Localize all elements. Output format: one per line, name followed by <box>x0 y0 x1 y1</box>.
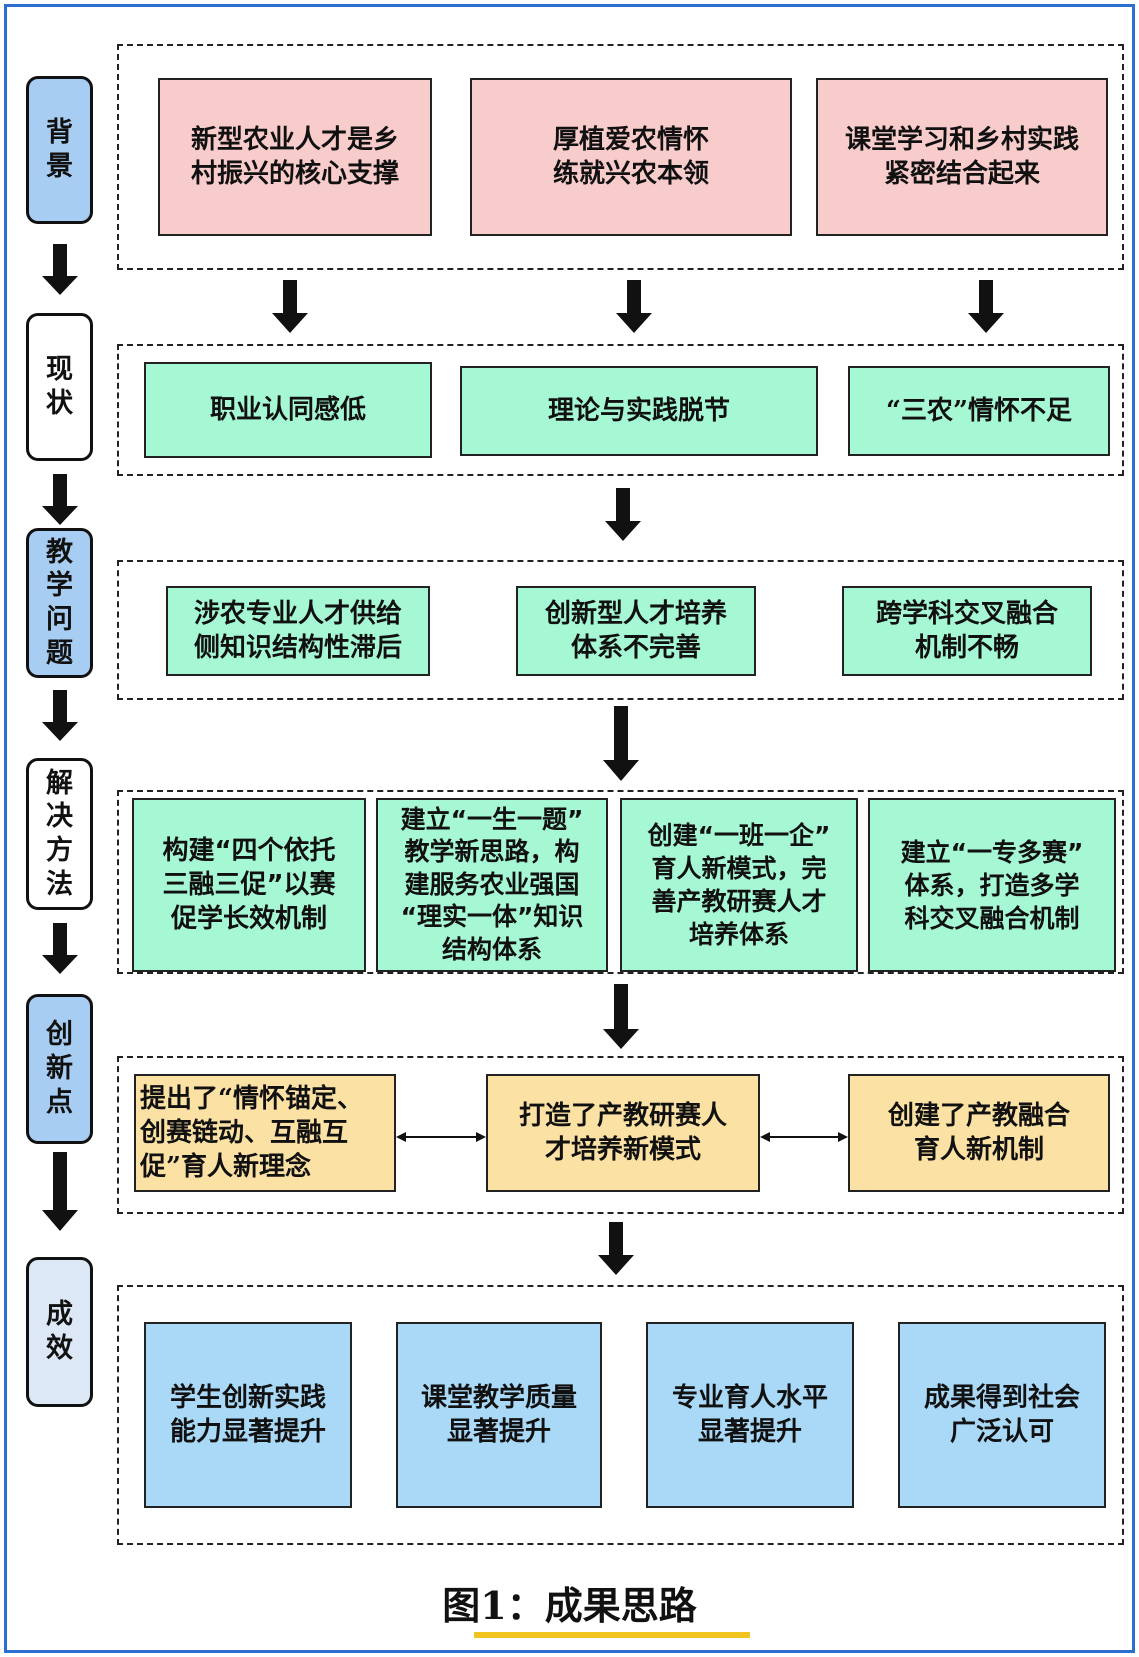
result-box-2: 课堂教学质量 显著提升 <box>396 1322 602 1508</box>
arrow-innovation-results <box>598 1222 634 1275</box>
stage-label-background: 背景 <box>26 76 93 224</box>
innovation-box-2: 打造了产教研赛人 才培养新模式 <box>486 1074 760 1192</box>
outer-frame <box>4 4 1135 1653</box>
problem-box-1: 涉农专业人才供给 侧知识结构性滞后 <box>166 586 430 676</box>
status-box-1: 职业认同感低 <box>144 362 432 458</box>
background-box-3: 课堂学习和乡村实践 紧密结合起来 <box>816 78 1108 236</box>
arrow-bg-status-1 <box>272 280 308 333</box>
side-arrow-1 <box>42 244 78 295</box>
stage-label-solutions: 解决方法 <box>26 758 93 910</box>
solution-box-1: 构建“四个依托 三融三促”以赛 促学长效机制 <box>132 798 366 972</box>
result-box-4: 成果得到社会 广泛认可 <box>898 1322 1106 1508</box>
innovation-box-1: 提出了“情怀锚定、 创赛链动、互融互 促”育人新理念 <box>134 1074 396 1192</box>
double-arrow-1 <box>396 1132 486 1142</box>
side-arrow-2 <box>42 474 78 525</box>
result-box-1: 学生创新实践 能力显著提升 <box>144 1322 352 1508</box>
background-box-2: 厚植爱农情怀 练就兴农本领 <box>470 78 792 236</box>
arrow-bg-status-3 <box>968 280 1004 333</box>
side-arrow-3 <box>42 690 78 741</box>
background-box-1: 新型农业人才是乡 村振兴的核心支撑 <box>158 78 432 236</box>
solutions-group <box>117 790 1124 974</box>
problems-group <box>117 560 1124 700</box>
arrow-solutions-innovation <box>603 984 639 1049</box>
status-group <box>117 344 1124 476</box>
status-box-3: “三农”情怀不足 <box>848 366 1110 456</box>
arrow-bg-status-2 <box>616 280 652 333</box>
innovation-box-3: 创建了产教融合 育人新机制 <box>848 1074 1110 1192</box>
results-group <box>117 1285 1124 1545</box>
solution-box-4: 建立“一专多赛” 体系，打造多学 科交叉融合机制 <box>868 798 1116 972</box>
figure-caption: 图1：成果思路 <box>442 1583 697 1628</box>
stage-label-status: 现状 <box>26 313 93 461</box>
caption-underline <box>474 1632 750 1638</box>
background-group <box>117 44 1124 270</box>
status-box-2: 理论与实践脱节 <box>460 366 818 456</box>
solution-box-3: 创建“一班一企” 育人新模式，完 善产教研赛人才 培养体系 <box>620 798 858 972</box>
stage-label-problems: 教学问题 <box>26 528 93 678</box>
problem-box-3: 跨学科交叉融合 机制不畅 <box>842 586 1092 676</box>
double-arrow-2 <box>760 1132 848 1142</box>
stage-label-innovation: 创新点 <box>26 994 93 1144</box>
side-arrow-4 <box>42 923 78 974</box>
result-box-3: 专业育人水平 显著提升 <box>646 1322 854 1508</box>
solution-box-2: 建立“一生一题” 教学新思路，构 建服务农业强国 “理实一体”知识 结构体系 <box>376 798 608 972</box>
problem-box-2: 创新型人才培养 体系不完善 <box>516 586 756 676</box>
stage-label-results: 成效 <box>26 1257 93 1407</box>
arrow-status-problems <box>605 488 641 541</box>
innovation-group <box>117 1056 1124 1214</box>
arrow-problems-solutions <box>603 706 639 781</box>
side-arrow-5 <box>42 1152 78 1231</box>
